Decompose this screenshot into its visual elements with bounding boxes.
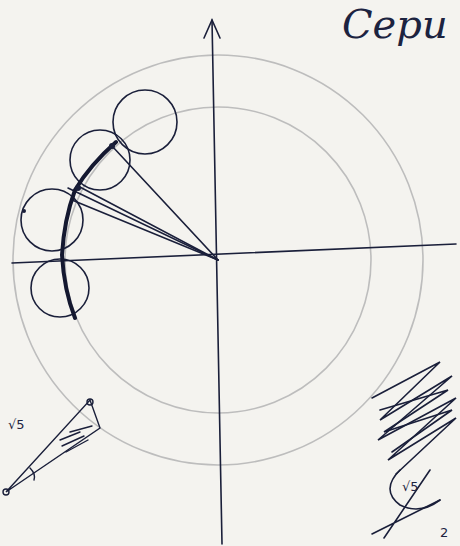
- handwritten-label: √5: [8, 418, 25, 431]
- angle-mark: [30, 468, 35, 480]
- radius-line: [72, 200, 218, 260]
- x-axis: [12, 244, 456, 263]
- handwritten-label: 2: [440, 526, 448, 539]
- point: [109, 143, 115, 149]
- small-circle: [31, 259, 89, 317]
- triangle-sketch: [6, 400, 100, 492]
- axis-arrow: [204, 20, 220, 38]
- handwritten-label: √5: [402, 480, 419, 493]
- radius-line: [68, 188, 218, 260]
- point: [75, 185, 81, 191]
- scribble: [60, 426, 92, 452]
- y-axis: [212, 20, 222, 544]
- locus-arc: [62, 142, 116, 318]
- small-circle: [113, 90, 177, 154]
- point: [22, 209, 26, 213]
- handwritten-label: Cepu: [342, 4, 448, 44]
- radius-line: [78, 186, 218, 260]
- scribble-block: [372, 362, 456, 538]
- point: [3, 489, 9, 495]
- point: [87, 399, 93, 405]
- radius-line: [112, 146, 218, 260]
